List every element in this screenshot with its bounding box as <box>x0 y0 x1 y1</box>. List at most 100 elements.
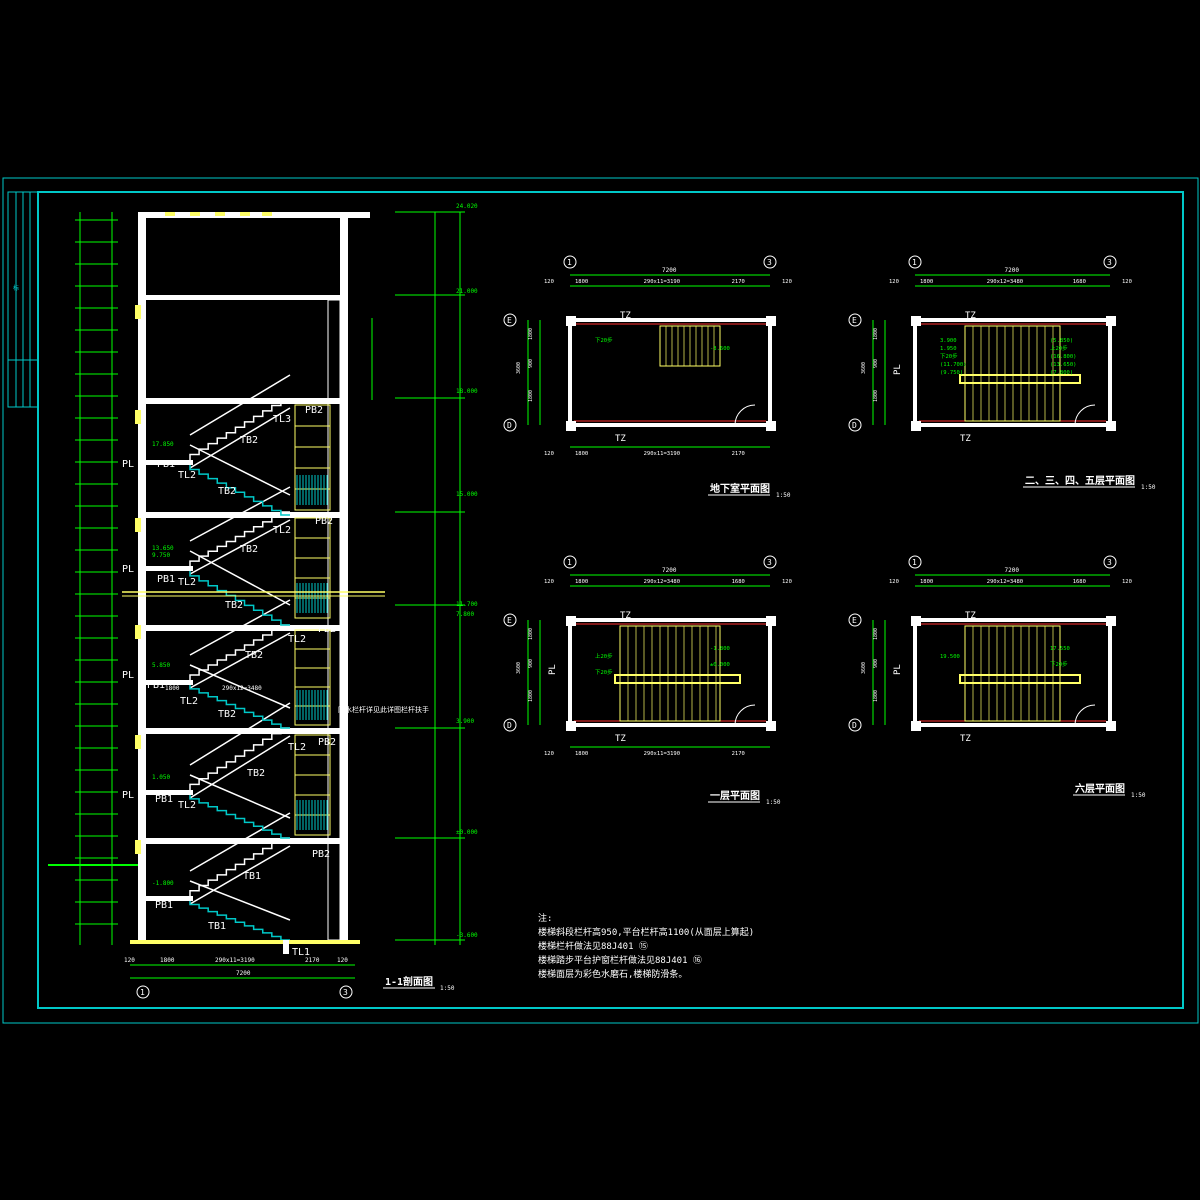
axis-label: E <box>507 616 512 625</box>
tz-label: TZ <box>620 311 631 321</box>
section-view: 120 1800 290x11=3190 2170 120 7200 1 3 P… <box>48 203 478 999</box>
dim-text: 120 <box>889 279 899 285</box>
plan-note: 下20步 <box>595 669 613 676</box>
pb2-label: PB2 <box>312 849 330 860</box>
level-text: 7.800 <box>456 611 474 618</box>
dim-text: 7200 <box>1005 267 1020 274</box>
pl-label: PL <box>122 459 134 470</box>
level-text: 17.850 <box>152 441 174 448</box>
plan-note: 下20步 <box>940 353 958 360</box>
dim-text: 1680 <box>1073 579 1086 585</box>
tl-label: TL2 <box>288 634 306 645</box>
column <box>766 721 776 731</box>
level-text: 9.750 <box>152 552 170 559</box>
door-swing <box>734 404 756 426</box>
tb-label: TB2 <box>240 435 258 446</box>
dim-text: 1800 <box>528 628 534 640</box>
level-text: 24.020 <box>456 203 478 210</box>
dim-text: 120 <box>544 451 554 457</box>
tl-label: TL2 <box>288 742 306 753</box>
tl-label: TL3 <box>273 414 291 425</box>
door-swing <box>1074 404 1096 426</box>
plan-scale: 1:50 <box>1141 484 1156 491</box>
dim-text: 900 <box>873 659 879 668</box>
dim-text: 1800 <box>575 279 588 285</box>
handrail <box>189 374 291 436</box>
notes-heading: 注: <box>538 912 552 924</box>
column <box>911 421 921 431</box>
plan-scale: 1:50 <box>776 492 791 499</box>
stair-run-lower <box>189 571 290 626</box>
window-mark <box>135 410 141 424</box>
dim-text: 7200 <box>1005 567 1020 574</box>
dim-text: 290x12=3480 <box>222 685 262 692</box>
dim-text: 120 <box>544 279 554 285</box>
axis-label: E <box>852 316 857 325</box>
stair-treads <box>964 625 1061 722</box>
plan-walls <box>913 618 1112 727</box>
note-line: 楼梯面层为彩色水磨石,楼梯防滑条。 <box>538 968 687 980</box>
tz-label: TZ <box>965 311 976 321</box>
tb-label: TB2 <box>240 544 258 555</box>
floor-slab <box>138 398 348 404</box>
dim-text: 3600 <box>861 662 867 674</box>
level-text: 13.650 <box>152 545 174 552</box>
dim-text: 120 <box>544 579 554 585</box>
pb-label: PB1 <box>147 680 165 691</box>
section-roof <box>138 212 370 218</box>
dim-text: 290x12=3480 <box>987 279 1023 285</box>
tb-label: TB1 <box>208 921 226 932</box>
plan-note: 上20步 <box>595 652 613 660</box>
axis-label: E <box>852 616 857 625</box>
dim-text: 1800 <box>575 451 588 457</box>
floor-slab <box>138 728 348 734</box>
column <box>566 616 576 626</box>
dim-text: 1800 <box>528 690 534 702</box>
dim-text: 120 <box>782 579 792 585</box>
stair-run <box>189 727 290 790</box>
landing-slab <box>138 896 193 901</box>
stair-run <box>189 624 290 680</box>
level-text: 15.000 <box>456 491 478 498</box>
dim-text: 120 <box>782 279 792 285</box>
tb-label: TB2 <box>218 709 236 720</box>
plan-title: 六层平面图 <box>1075 782 1125 795</box>
stair-well <box>959 674 1081 684</box>
handrail <box>189 702 291 766</box>
section-axis-bubbles: 1 3 <box>136 985 353 999</box>
dim-text: 900 <box>528 659 534 668</box>
tl-label: TL1 <box>292 947 310 958</box>
plan-title: 地下室平面图 <box>710 482 770 495</box>
stair-treads <box>964 325 1061 422</box>
door-swing <box>1074 704 1096 726</box>
plan-note: (5.850) <box>1050 338 1073 344</box>
pb-label: PB1 <box>157 574 175 585</box>
plan-note: 19.500 <box>940 654 960 660</box>
axis-label: 3 <box>1107 558 1112 567</box>
dim-text: 290x12=3480 <box>644 579 680 585</box>
tb-label: TB2 <box>245 650 263 661</box>
outer-frame <box>2 177 1199 1024</box>
dim-text: 120 <box>544 751 554 757</box>
column <box>911 721 921 731</box>
level-text: 3.900 <box>456 718 474 725</box>
dim-text: 290x11=3190 <box>215 957 255 964</box>
plan-note: 3.900 <box>940 338 957 344</box>
level-text: 21.000 <box>456 288 478 295</box>
dim-text: 120 <box>1122 279 1132 285</box>
plan-note: 下20步 <box>1050 661 1068 668</box>
tl-label: TL2 <box>178 800 196 811</box>
axis-label: 3 <box>767 258 772 267</box>
axis-label: 1 <box>567 258 572 267</box>
dim-text: 7200 <box>236 970 251 977</box>
plan-scale: 1:50 <box>1131 792 1146 799</box>
tz-label: TZ <box>965 611 976 621</box>
pb-label: PB1 <box>155 794 173 805</box>
plan-walls <box>568 318 772 427</box>
tz-label: TZ <box>620 611 631 621</box>
level-text: ±0.000 <box>456 829 478 836</box>
landing-slab <box>138 680 193 685</box>
window-mark <box>135 840 141 854</box>
dim-text: 3600 <box>861 362 867 374</box>
